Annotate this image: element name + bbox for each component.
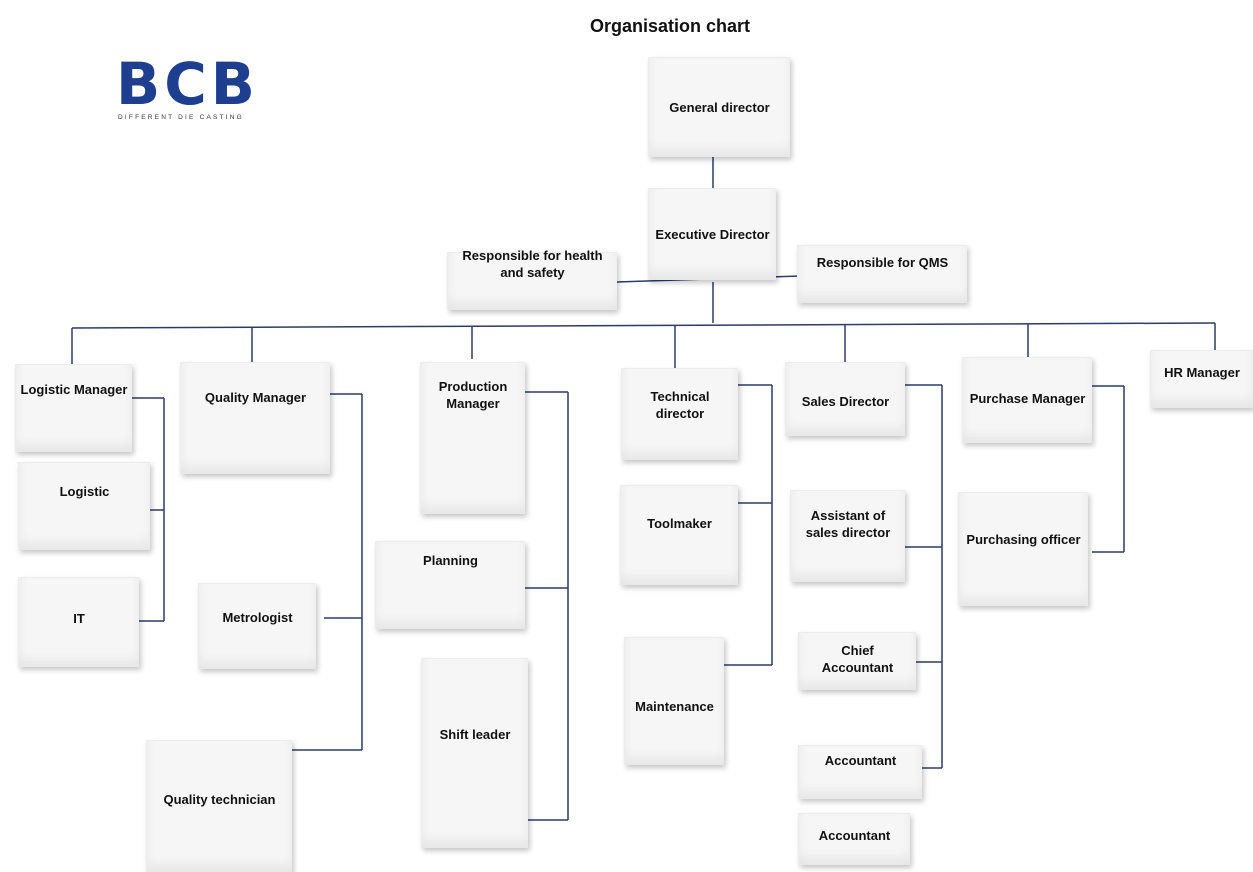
node-planning: Planning bbox=[375, 541, 525, 629]
node-purchase-manager: Purchase Manager bbox=[962, 357, 1092, 443]
node-accountant-2: Accountant bbox=[798, 813, 910, 865]
node-purchasing-officer: Purchasing officer bbox=[958, 492, 1088, 606]
node-label: Sales Director bbox=[801, 394, 890, 409]
node-label: Quality technician bbox=[163, 792, 276, 807]
node-label: Maintenance bbox=[635, 699, 714, 714]
company-logo: BCB DIFFERENT DIE CASTING bbox=[116, 54, 296, 134]
node-toolmaker: Toolmaker bbox=[620, 485, 738, 585]
logo-tagline: DIFFERENT DIE CASTING bbox=[118, 114, 244, 121]
node-logistic: Logistic bbox=[18, 462, 150, 550]
node-shift-leader: Shift leader bbox=[421, 658, 528, 848]
node-label: Executive Director bbox=[655, 227, 770, 242]
page-title: Organisation chart bbox=[589, 16, 751, 36]
node-production-manager: Production Manager bbox=[420, 362, 525, 514]
node-qms: Responsible for QMS bbox=[797, 245, 967, 303]
node-label: Purchase Manager bbox=[969, 391, 1086, 406]
node-health-safety: Responsible for health and safety bbox=[447, 248, 617, 310]
node-label: Responsible for QMS bbox=[816, 255, 949, 270]
logo-brand: BCB bbox=[116, 50, 259, 118]
node-maintenance: Maintenance bbox=[624, 637, 724, 765]
node-label: Production Manager bbox=[438, 378, 508, 411]
node-label: Chief Accountant bbox=[821, 642, 894, 675]
node-label: Shift leader bbox=[439, 727, 511, 742]
node-assistant-sales-director: Assistant of sales director bbox=[790, 490, 905, 582]
node-label: Metrologist bbox=[222, 610, 293, 625]
node-label: Planning bbox=[423, 553, 478, 568]
node-label: Quality Manager bbox=[204, 390, 307, 405]
node-label: Accountant bbox=[818, 828, 891, 843]
node-hr-manager: HR Manager bbox=[1150, 350, 1253, 408]
node-general-director: General director bbox=[648, 57, 790, 157]
node-it: IT bbox=[18, 577, 139, 667]
node-label: Technical director bbox=[650, 388, 710, 421]
node-label: Logistic bbox=[59, 484, 110, 499]
node-label: Logistic Manager bbox=[20, 382, 128, 397]
node-executive-director: Executive Director bbox=[648, 188, 776, 280]
node-sales-director: Sales Director bbox=[785, 362, 905, 436]
node-chief-accountant: Chief Accountant bbox=[798, 632, 916, 690]
node-label: HR Manager bbox=[1164, 365, 1240, 380]
node-label: Assistant of sales director bbox=[805, 507, 891, 540]
node-label: General director bbox=[669, 100, 770, 115]
node-label: Responsible for health and safety bbox=[462, 248, 603, 280]
node-label: IT bbox=[73, 611, 85, 626]
node-label: Purchasing officer bbox=[966, 532, 1081, 547]
node-metrologist: Metrologist bbox=[198, 583, 316, 669]
node-quality-technician: Quality technician bbox=[146, 740, 292, 872]
node-technical-director: Technical director bbox=[621, 368, 738, 460]
node-label: Toolmaker bbox=[647, 516, 712, 531]
node-accountant-1: Accountant bbox=[798, 745, 922, 799]
node-quality-manager: Quality Manager bbox=[180, 362, 330, 474]
node-logistic-manager: Logistic Manager bbox=[15, 364, 132, 452]
node-label: Accountant bbox=[824, 753, 897, 768]
